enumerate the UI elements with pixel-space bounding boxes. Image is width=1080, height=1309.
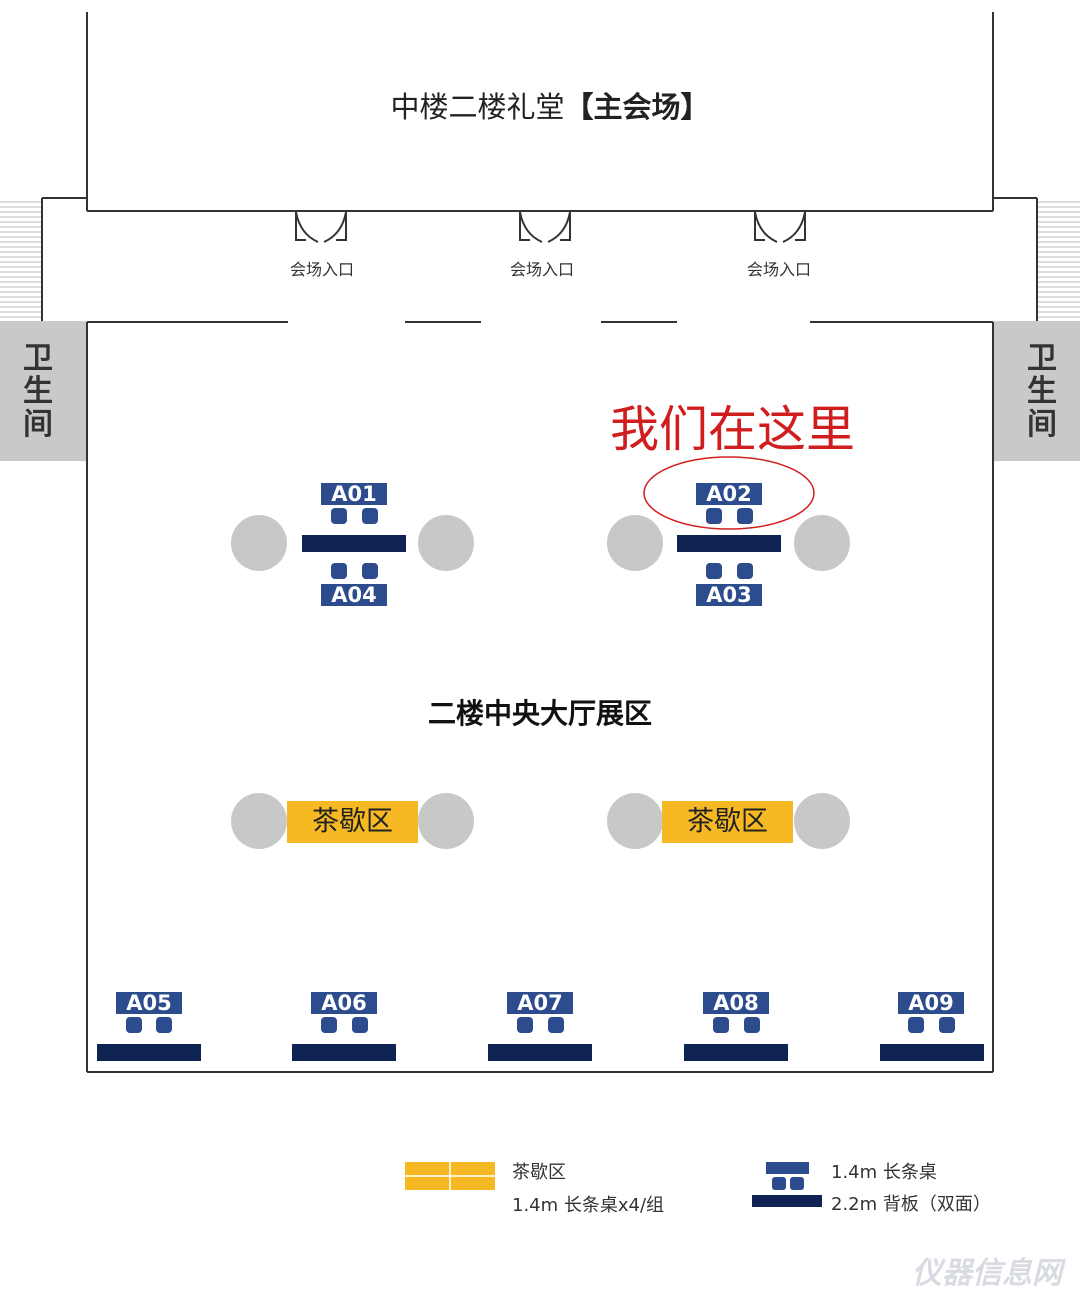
entrance-label-2: 会场入口 xyxy=(509,260,574,279)
round-table xyxy=(418,515,474,571)
booth-table-seat xyxy=(362,508,378,524)
we-are-here-label: 我们在这里 xyxy=(610,401,856,458)
booth-table-seat xyxy=(321,1017,337,1033)
booth-table-seat xyxy=(737,508,753,524)
booth-table-seat xyxy=(352,1017,368,1033)
booth-table-seat xyxy=(156,1017,172,1033)
booth-table-seat xyxy=(706,563,722,579)
booth-table-seat xyxy=(737,563,753,579)
booth-label-a05: A05 xyxy=(116,992,182,1014)
booth-table-seat xyxy=(706,508,722,524)
booth-table-seat xyxy=(713,1017,729,1033)
booth-label-a09: A09 xyxy=(898,992,964,1014)
round-table xyxy=(418,793,474,849)
restroom-right-label: 卫生间 xyxy=(1027,341,1057,442)
booth-table-seat xyxy=(331,508,347,524)
round-table xyxy=(794,515,850,571)
booth-table-seat xyxy=(517,1017,533,1033)
legend-tea-desc: 1.4m 长条桌x4/组 xyxy=(512,1195,665,1216)
round-table xyxy=(231,793,287,849)
highlight-ellipse xyxy=(643,456,815,530)
booth-table-seat xyxy=(939,1017,955,1033)
booth-backboard xyxy=(302,535,406,552)
tea-area-2: 茶歇区 xyxy=(662,801,793,843)
booth-label-a04: A04 xyxy=(321,584,387,606)
legend-tea-title: 茶歇区 xyxy=(512,1162,566,1183)
restroom-left-label: 卫生间 xyxy=(23,341,53,442)
booth-backboard xyxy=(292,1044,396,1061)
booth-label-a01: A01 xyxy=(321,483,387,505)
round-table xyxy=(607,515,663,571)
entrance-label-3: 会场入口 xyxy=(746,260,811,279)
booth-label-a06: A06 xyxy=(311,992,377,1014)
exhibition-area-name: 二楼中央大厅展区 xyxy=(427,697,652,730)
legend-board-desc: 2.2m 背板（双面） xyxy=(831,1194,991,1215)
booth-table-seat xyxy=(126,1017,142,1033)
main-hall-title: 中楼二楼礼堂【主会场】 xyxy=(300,84,800,126)
round-table xyxy=(607,793,663,849)
booth-table-seat xyxy=(362,563,378,579)
booth-label-a08: A08 xyxy=(703,992,769,1014)
booth-table-seat xyxy=(548,1017,564,1033)
booth-label-a02: A02 xyxy=(696,483,762,505)
booth-table-seat xyxy=(744,1017,760,1033)
tea-area-1: 茶歇区 xyxy=(287,801,418,843)
booth-table-seat xyxy=(908,1017,924,1033)
restroom-right xyxy=(994,321,1080,461)
legend-table-desc: 1.4m 长条桌 xyxy=(831,1162,937,1183)
round-table xyxy=(794,793,850,849)
booth-backboard xyxy=(677,535,781,552)
booth-label-a07: A07 xyxy=(507,992,573,1014)
booth-label-a03: A03 xyxy=(696,584,762,606)
booth-backboard xyxy=(488,1044,592,1061)
booth-backboard xyxy=(97,1044,201,1061)
entrance-label-1: 会场入口 xyxy=(289,260,354,279)
booth-table-seat xyxy=(331,563,347,579)
restroom-left xyxy=(0,321,86,461)
watermark-logo: 仪器信息网 xyxy=(912,1256,1062,1291)
booth-backboard xyxy=(880,1044,984,1061)
main-hall-name: 中楼二楼礼堂 xyxy=(390,90,565,124)
main-hall-tag: 【主会场】 xyxy=(564,90,710,124)
booth-backboard xyxy=(684,1044,788,1061)
round-table xyxy=(231,515,287,571)
